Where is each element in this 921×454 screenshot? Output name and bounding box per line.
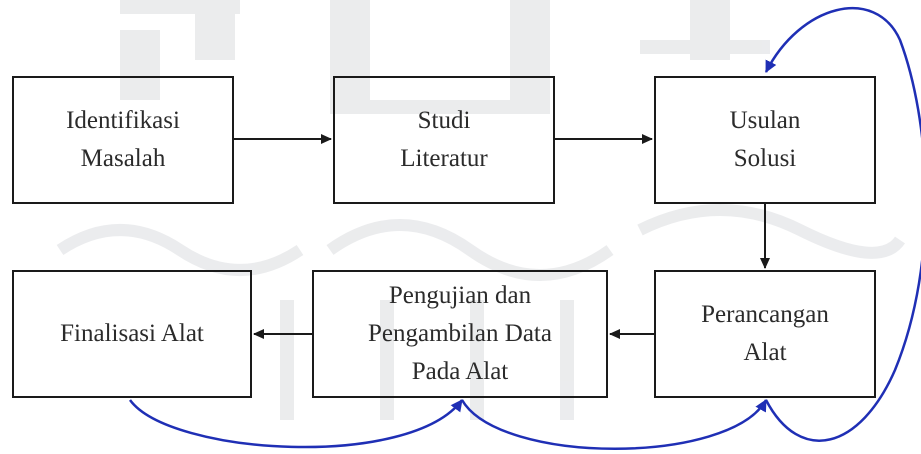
step-label-line: Identifikasi	[66, 107, 180, 134]
step-usulan-solusi: Usulan Solusi	[654, 76, 876, 204]
step-finalisasi-alat: Finalisasi Alat	[12, 270, 252, 398]
step-label-line: Pengujian dan	[388, 282, 532, 309]
step-label-line: Pengambilan Data	[368, 320, 552, 347]
step-label-line: Studi	[417, 107, 471, 134]
step-perancangan-alat: Perancangan Alat	[654, 270, 876, 398]
step-label-line: Alat	[743, 339, 787, 366]
feedback-arrow-pengujian-to-perancangan	[460, 399, 768, 450]
step-label-line: Finalisasi Alat	[60, 320, 204, 347]
step-pengujian-pengambilan-data: Pengujian dan Pengambilan Data Pada Alat	[312, 270, 608, 398]
step-identifikasi-masalah: Identifikasi Masalah	[12, 76, 234, 204]
feedback-arrow-perancangan-to-usulan	[764, 6, 921, 442]
step-label-line: Pada Alat	[411, 358, 509, 385]
step-label-line: Solusi	[733, 145, 797, 172]
step-label-line: Masalah	[80, 145, 166, 172]
step-label-line: Literatur	[400, 145, 488, 172]
step-studi-literatur: Studi Literatur	[333, 76, 555, 204]
step-label-line: Perancangan	[701, 301, 829, 328]
step-label-line: Usulan	[729, 107, 801, 134]
feedback-arrow-finalisasi-to-pengujian	[128, 399, 464, 449]
